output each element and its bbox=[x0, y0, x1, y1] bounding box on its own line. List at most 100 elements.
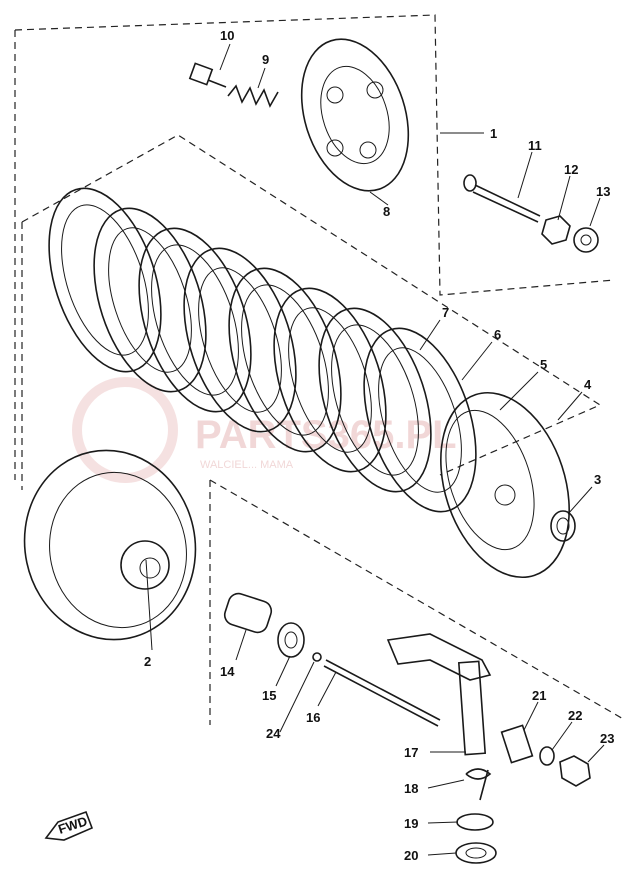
pressure-plate-outer bbox=[300, 38, 410, 192]
callout-16: 16 bbox=[306, 710, 320, 725]
callout-4: 4 bbox=[584, 377, 592, 392]
plate-3 bbox=[138, 227, 252, 413]
spring-leg bbox=[479, 769, 489, 801]
callout-3: 3 bbox=[594, 472, 601, 487]
leader-20 bbox=[427, 852, 457, 856]
callout-6: 6 bbox=[494, 327, 501, 342]
callout-8: 8 bbox=[383, 204, 390, 219]
assembly-boundaries bbox=[14, 14, 626, 725]
lower-boundary bbox=[209, 479, 626, 721]
callout-21: 21 bbox=[532, 688, 546, 703]
leader-16 bbox=[317, 671, 337, 707]
plate-5 bbox=[228, 267, 342, 453]
plate-4-inner bbox=[198, 267, 282, 413]
bushing bbox=[223, 592, 273, 634]
plate-3-inner bbox=[151, 244, 239, 396]
plate-7-inner bbox=[331, 324, 419, 476]
watermark: PARTS365.PL WALCIEL... MAMA bbox=[72, 377, 457, 483]
clutch-boss bbox=[440, 391, 570, 579]
thrust-washer-inner bbox=[556, 517, 570, 535]
clutch-boss-spline bbox=[494, 484, 516, 506]
leader-19 bbox=[427, 821, 459, 824]
oil-seal-bore bbox=[465, 847, 487, 859]
long-push-rod-2 bbox=[323, 665, 439, 727]
fwd-indicator: FWD bbox=[44, 810, 94, 841]
leader-3 bbox=[567, 486, 593, 515]
oil-seal-20 bbox=[455, 842, 497, 864]
callout-15: 15 bbox=[262, 688, 276, 703]
long-push-rod bbox=[325, 659, 441, 721]
plate-8 bbox=[363, 327, 477, 513]
lock-washer-hole bbox=[580, 234, 592, 246]
basket-hub-bore bbox=[139, 557, 161, 579]
screw-head bbox=[188, 62, 214, 86]
leader-13 bbox=[589, 197, 601, 227]
screw-shank bbox=[207, 79, 227, 88]
pressure-plate-inner bbox=[320, 65, 390, 165]
plate-2-inner bbox=[108, 227, 192, 373]
adjusting-screw bbox=[500, 724, 534, 764]
basket-hub bbox=[120, 540, 170, 590]
leader-21 bbox=[523, 701, 539, 731]
fwd-arrow-icon bbox=[44, 810, 94, 841]
clutch-boss-outer bbox=[440, 391, 570, 579]
plate-7 bbox=[318, 307, 432, 493]
callout-22: 22 bbox=[568, 708, 582, 723]
callout-5: 5 bbox=[540, 357, 547, 372]
callout-2: 2 bbox=[144, 654, 151, 669]
pressure-plate bbox=[300, 38, 410, 192]
push-lever-shaft bbox=[457, 660, 487, 756]
spring-18 bbox=[465, 768, 492, 780]
o-ring bbox=[539, 746, 555, 766]
callout-11: 11 bbox=[528, 138, 542, 153]
callout-13: 13 bbox=[596, 184, 610, 199]
ball bbox=[312, 652, 322, 662]
leader-10 bbox=[219, 43, 231, 71]
lower-hardware bbox=[223, 592, 441, 727]
callout-10: 10 bbox=[220, 28, 234, 43]
callout-20: 20 bbox=[404, 848, 418, 863]
leader-18 bbox=[427, 779, 465, 789]
push-rod-shaft bbox=[474, 184, 541, 217]
leader-5 bbox=[499, 371, 539, 411]
leader-lines bbox=[145, 43, 605, 856]
clutch-boss-hub bbox=[445, 409, 535, 551]
callout-labels: 1 2 3 4 5 6 7 8 9 10 11 12 13 14 15 16 1… bbox=[144, 28, 614, 863]
push-rod-head bbox=[463, 174, 477, 192]
plate-6 bbox=[273, 287, 387, 473]
leader-23 bbox=[587, 744, 605, 763]
callout-18: 18 bbox=[404, 781, 418, 796]
leader-2 bbox=[145, 559, 153, 651]
leader-8 bbox=[369, 191, 389, 206]
leader-4 bbox=[557, 391, 583, 421]
washer-19 bbox=[456, 813, 494, 831]
thrust-plate-hole bbox=[284, 631, 298, 649]
plate-4 bbox=[183, 247, 297, 433]
leader-14 bbox=[235, 629, 247, 661]
plate-1-inner bbox=[61, 204, 149, 356]
plate-8-inner bbox=[378, 347, 462, 493]
plate-2 bbox=[93, 207, 207, 393]
boss-1 bbox=[326, 86, 344, 104]
leader-15 bbox=[275, 655, 291, 687]
push-lever-arm bbox=[386, 633, 492, 681]
clutch-basket bbox=[23, 449, 197, 641]
spring-and-screw bbox=[188, 62, 279, 108]
basket-rim bbox=[49, 471, 187, 629]
leader-24 bbox=[279, 661, 315, 733]
boss-3 bbox=[326, 139, 344, 157]
thrust-plate bbox=[277, 622, 305, 658]
boss-4 bbox=[359, 141, 377, 159]
clutch-spring-coil bbox=[227, 84, 279, 108]
callout-1: 1 bbox=[490, 126, 497, 141]
locknut bbox=[559, 755, 591, 787]
watermark-logo bbox=[72, 377, 178, 483]
callout-24: 24 bbox=[266, 726, 281, 741]
plates-group-boundary bbox=[21, 134, 602, 476]
leader-9 bbox=[257, 67, 266, 89]
fwd-label: FWD bbox=[56, 813, 89, 836]
push-rod-hardware bbox=[463, 174, 599, 253]
callout-7: 7 bbox=[442, 305, 449, 320]
callout-9: 9 bbox=[262, 52, 269, 67]
